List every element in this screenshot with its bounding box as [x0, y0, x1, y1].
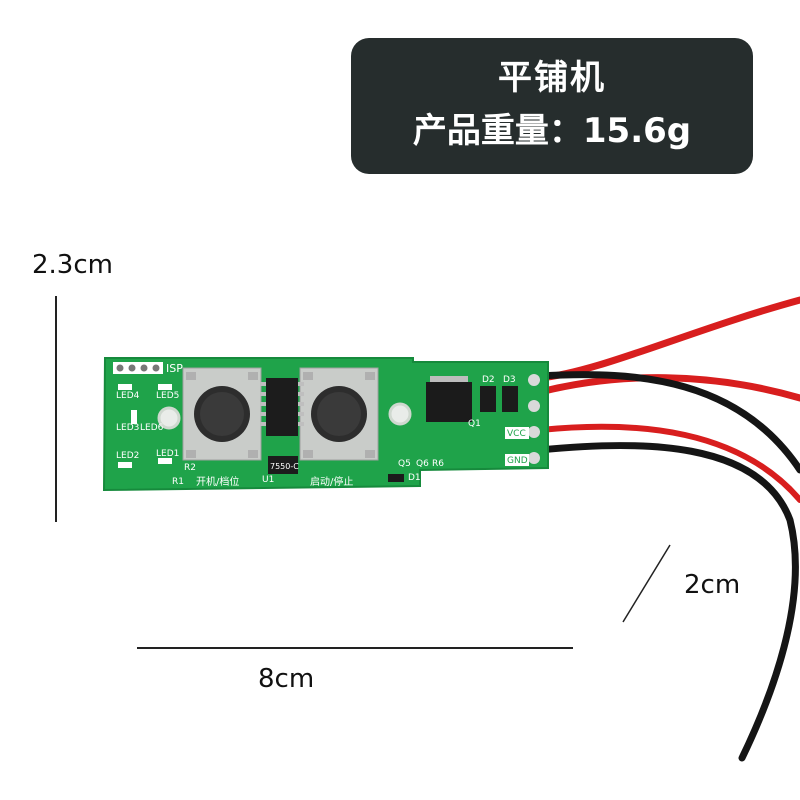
- silk-chip: 7550-C: [270, 462, 299, 471]
- isp-header: [113, 362, 163, 374]
- wire-bundle: [536, 296, 800, 762]
- mount-hole-right: [388, 402, 412, 426]
- silk-u1: U1: [262, 475, 274, 485]
- length-dimension-line: [137, 647, 573, 649]
- silk-button2-label: 启动/停止: [310, 475, 353, 488]
- mosfet-q1: [426, 376, 472, 422]
- silk-q1: Q1: [468, 419, 481, 429]
- wire-pads: [528, 374, 540, 464]
- silk-led1: LED1: [156, 449, 179, 459]
- silk-isp: ISP: [166, 362, 183, 375]
- depth-dimension-line: [622, 544, 671, 623]
- silk-button1-label: 开机/档位: [196, 475, 239, 488]
- led-pads: [118, 384, 172, 468]
- product-title-card: 平铺机 产品重量：15.6g: [351, 38, 753, 174]
- silk-q6: Q6: [416, 459, 429, 469]
- diode-d1: [388, 474, 404, 482]
- silk-r2: R2: [184, 463, 196, 473]
- height-dimension-label: 2.3cm: [32, 250, 113, 280]
- silk-q5: Q5: [398, 459, 411, 469]
- silk-led2: LED2: [116, 451, 139, 461]
- product-weight: 产品重量：15.6g: [412, 111, 692, 151]
- silk-led5: LED5: [156, 391, 179, 401]
- silk-r1: R1: [172, 477, 184, 487]
- silk-d2: D2: [482, 375, 495, 385]
- regulator-chip: [268, 456, 298, 474]
- silk-led4: LED4: [116, 391, 140, 401]
- silk-led6: LED6: [140, 423, 164, 433]
- tactile-button-1: [182, 367, 262, 461]
- silk-gnd: GND: [507, 456, 528, 466]
- silk-r6: R6: [432, 459, 444, 469]
- silk-d3: D3: [503, 375, 516, 385]
- silk-led3: LED3: [116, 423, 139, 433]
- length-dimension-label: 8cm: [258, 664, 315, 694]
- diode-d3: [502, 386, 518, 412]
- silk-vcc: VCC: [507, 429, 526, 439]
- diode-d2: [480, 386, 496, 412]
- height-dimension-line: [55, 296, 57, 522]
- depth-dimension-label: 2cm: [684, 570, 741, 600]
- silk-d1: D1: [408, 473, 421, 483]
- mount-hole-left: [157, 406, 181, 430]
- ic-chip: [260, 378, 304, 436]
- tactile-button-2: [299, 367, 379, 461]
- product-name: 平铺机: [498, 58, 606, 98]
